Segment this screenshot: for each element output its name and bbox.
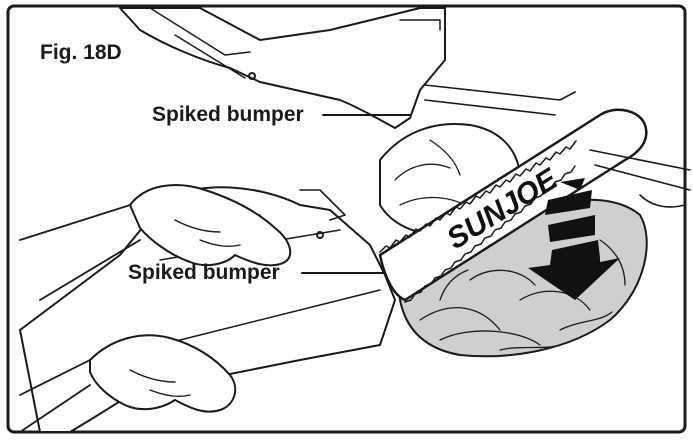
guide-bar [378,108,648,302]
log-upper-texture [394,139,466,206]
cut-direction-arrow [528,178,620,300]
chain-teeth-top [379,140,577,253]
arm-lower [19,359,91,433]
callout-spiked-bumper-bottom: Spiked bumper [128,261,280,284]
chain-upper-run [424,84,576,116]
chain-teeth-bottom [404,165,576,303]
arm-left [19,204,141,301]
callout-spiked-bumper-top: Spiked bumper [152,103,304,126]
wood-fibers [419,239,626,351]
hand-lower [89,334,237,413]
figure-title: Fig. 18D [40,41,122,64]
hand-upper [129,184,292,267]
saw-body-top [119,7,446,129]
figure-border [6,4,687,434]
